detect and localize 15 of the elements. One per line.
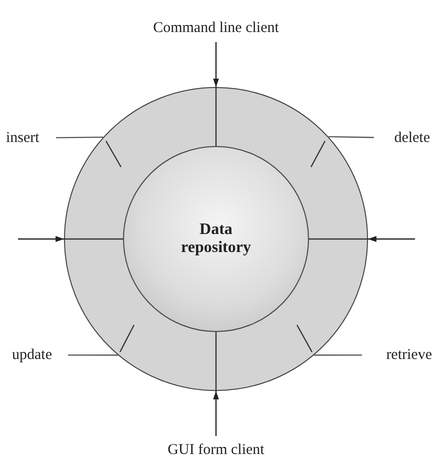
client-label: retrieve (386, 346, 432, 364)
arrow (18, 236, 64, 242)
client-label: GUI form client (168, 442, 264, 458)
client-label: Command line client (153, 20, 279, 36)
leader-line (56, 136, 104, 138)
arrow (213, 391, 219, 436)
arrow (368, 236, 415, 242)
leader-line (328, 136, 374, 138)
repository-label: Data repository (180, 220, 252, 258)
client-label: delete (394, 130, 430, 146)
client-label: update (12, 346, 52, 364)
leader-line (68, 354, 118, 356)
arrow (213, 42, 219, 87)
leader-line (314, 354, 362, 356)
client-label: insert (6, 130, 40, 146)
